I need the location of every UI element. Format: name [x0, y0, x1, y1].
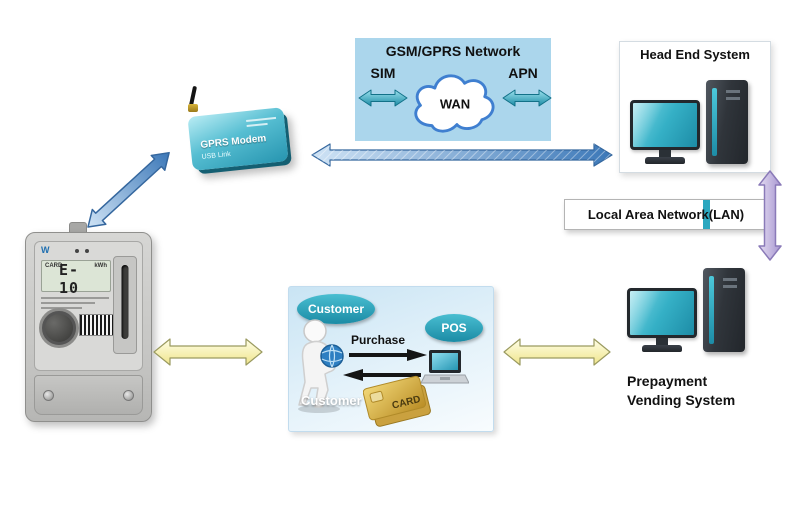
meter-card-slot	[121, 265, 129, 339]
vending-system-computer	[627, 268, 745, 352]
modem-body: GPRS Modem USB Link	[187, 107, 289, 171]
pos-bubble: POS	[425, 314, 483, 342]
laptop-icon	[421, 350, 469, 384]
screw-icon	[123, 390, 134, 401]
monitor-base	[642, 345, 682, 352]
monitor-base	[645, 157, 685, 164]
pos-to-vending-arrow-icon	[503, 338, 611, 366]
meter-card-slot-panel	[113, 256, 137, 354]
meter-to-pos-arrow-icon	[153, 338, 263, 366]
meter-terminal-cover	[34, 375, 143, 415]
meter-led-indicators	[75, 249, 89, 253]
vending-system-label: Prepayment Vending System	[627, 372, 735, 410]
meter-lcd-display: CARD kWh E-10	[41, 260, 111, 297]
monitor-stand	[656, 338, 668, 345]
head-end-computer	[630, 80, 748, 164]
wan-label: WAN	[439, 96, 471, 112]
gprs-modem: GPRS Modem USB Link	[186, 100, 290, 174]
head-end-title: Head End System	[640, 47, 750, 62]
computer-tower-icon	[706, 80, 748, 164]
customer-bubble: Customer	[297, 294, 375, 324]
meter-body: W CARD kWh E-10	[25, 232, 152, 422]
energy-meter: W CARD kWh E-10	[25, 222, 152, 422]
sim-label: SIM	[370, 65, 396, 81]
customer-caption: Customer	[301, 393, 362, 408]
meter-to-modem-arrow-icon	[87, 151, 170, 228]
meter-dial-button	[39, 308, 79, 348]
modem-sub-label: USB Link	[201, 150, 232, 161]
lcd-card-label: CARD	[45, 263, 63, 269]
monitor-stand	[659, 150, 671, 157]
vending-label-line1: Prepayment	[627, 373, 708, 389]
apn-label: APN	[508, 65, 538, 81]
monitor-screen	[627, 288, 697, 338]
lcd-reading: E-10	[59, 261, 80, 297]
screw-icon	[43, 390, 54, 401]
monitor-icon	[627, 288, 697, 352]
monitor-icon	[630, 100, 700, 164]
modem-decor-lines	[246, 114, 277, 130]
lcd-unit-label: kWh	[94, 263, 107, 269]
lan-label-box: Local Area Network(LAN)	[564, 199, 768, 230]
computer-tower-icon	[703, 268, 745, 352]
card-return-arrow-left-icon	[343, 369, 421, 381]
cloud-shape	[414, 74, 495, 133]
vending-label-line2: Vending System	[627, 392, 736, 408]
monitor-screen	[630, 100, 700, 150]
lan-connector-bar	[703, 200, 710, 229]
gsm-gprs-network-panel: GSM/GPRS Network SIM APN WAN	[355, 38, 551, 141]
modem-name-label: GPRS Modem	[199, 133, 267, 151]
customer-pos-panel: Customer POS Purchase	[288, 286, 494, 432]
meter-brand-mark: W	[41, 245, 50, 255]
modem-antenna-icon	[186, 86, 200, 118]
purchase-arrow-right-icon	[349, 349, 427, 361]
gsm-network-title: GSM/GPRS Network	[385, 43, 521, 59]
lan-label: Local Area Network(LAN)	[587, 207, 745, 222]
head-end-system-panel: Head End System	[619, 41, 771, 173]
payment-cards-icon: CARD	[363, 375, 431, 427]
gprs-to-headend-arrow-icon	[311, 143, 613, 167]
customer-person-icon	[298, 319, 344, 413]
meter-faceplate: W CARD kWh E-10	[34, 241, 143, 371]
wan-cloud-icon: WAN	[407, 66, 503, 136]
purchase-label: Purchase	[351, 333, 406, 347]
